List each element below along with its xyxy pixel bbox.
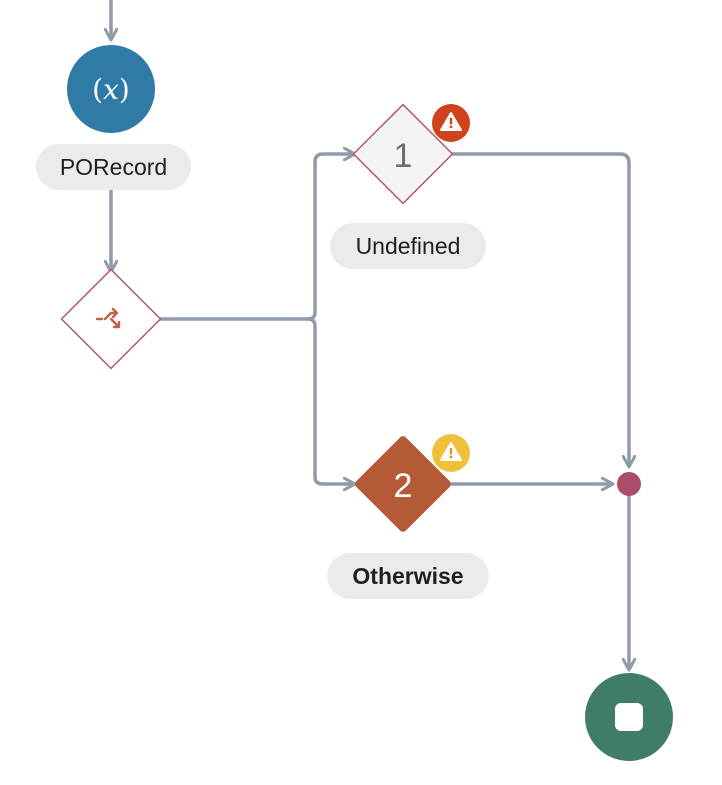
connector-case1-to-merge (450, 152, 629, 466)
case-2-node[interactable]: 2 (354, 435, 453, 534)
branch-split-icon (95, 307, 121, 329)
case-2-label: Otherwise (327, 553, 489, 599)
case-2-number: 2 (394, 467, 413, 505)
case-1-node[interactable]: 1 (352, 103, 454, 205)
variable-x-icon: (𝑥) (92, 73, 130, 106)
error-triangle-icon (440, 112, 462, 131)
case-1-label: Undefined (330, 223, 486, 269)
connector-switch-to-case2 (306, 317, 354, 484)
merge-node[interactable] (617, 472, 641, 496)
assignment-label: PORecord (36, 144, 191, 190)
case-1-error-badge[interactable] (432, 104, 470, 142)
stop-icon (615, 703, 643, 731)
assignment-node[interactable]: (𝑥) (67, 45, 155, 133)
case-1-number: 1 (394, 137, 413, 175)
warning-triangle-icon (440, 442, 462, 461)
end-node[interactable] (585, 673, 673, 761)
connector-switch-trunk (159, 154, 354, 321)
connectors (111, 0, 629, 669)
switch-node[interactable] (60, 268, 162, 370)
case-2-warning-badge[interactable] (432, 434, 470, 472)
